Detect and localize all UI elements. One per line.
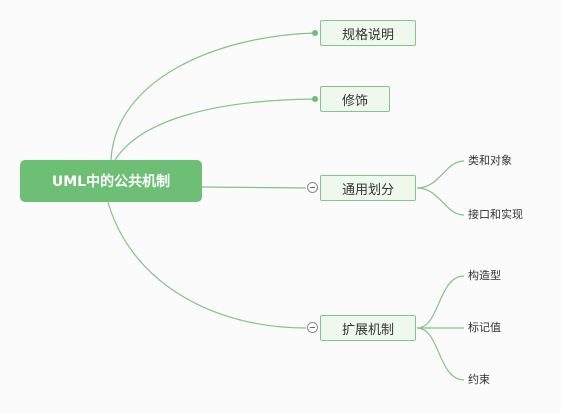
topic-common-division[interactable]: 通用划分 <box>320 175 416 201</box>
root-topic-label: UML中的公共机制 <box>51 174 171 190</box>
connector-dot-icon <box>312 96 318 102</box>
topic-extension-mechanism[interactable]: 扩展机制 <box>320 315 416 341</box>
subtopic-tagged-value[interactable]: 标记值 <box>468 321 501 334</box>
root-topic[interactable]: UML中的公共机制 <box>20 160 202 202</box>
connector-root-to-branch-3 <box>107 201 307 329</box>
connector-root-to-branch-2 <box>201 186 307 189</box>
collapse-toggle-icon[interactable] <box>307 182 318 193</box>
topic-label: 修饰 <box>341 93 368 109</box>
connector-root-to-branch-1 <box>114 98 316 161</box>
topic-adornment[interactable]: 修饰 <box>320 86 390 112</box>
topic-label: 规格说明 <box>341 27 394 43</box>
collapse-toggle-icon[interactable] <box>307 322 318 333</box>
subtopic-class-object[interactable]: 类和对象 <box>468 154 512 167</box>
connector-branch-2-to-leaf-0 <box>416 160 465 189</box>
topic-label: 通用划分 <box>341 182 394 198</box>
connector-dot-icon <box>312 30 318 36</box>
connector-root-to-branch-0 <box>110 32 316 161</box>
subtopic-stereotype[interactable]: 构造型 <box>468 269 501 282</box>
connector-branch-3-to-leaf-2 <box>416 327 465 381</box>
topic-label: 扩展机制 <box>341 322 394 338</box>
subtopic-constraint[interactable]: 约束 <box>468 373 490 386</box>
topic-spec[interactable]: 规格说明 <box>320 20 416 46</box>
connector-branch-3-to-leaf-0 <box>416 275 465 329</box>
subtopic-interface-implementation[interactable]: 接口和实现 <box>468 208 523 221</box>
connector-branch-2-to-leaf-1 <box>416 187 465 216</box>
